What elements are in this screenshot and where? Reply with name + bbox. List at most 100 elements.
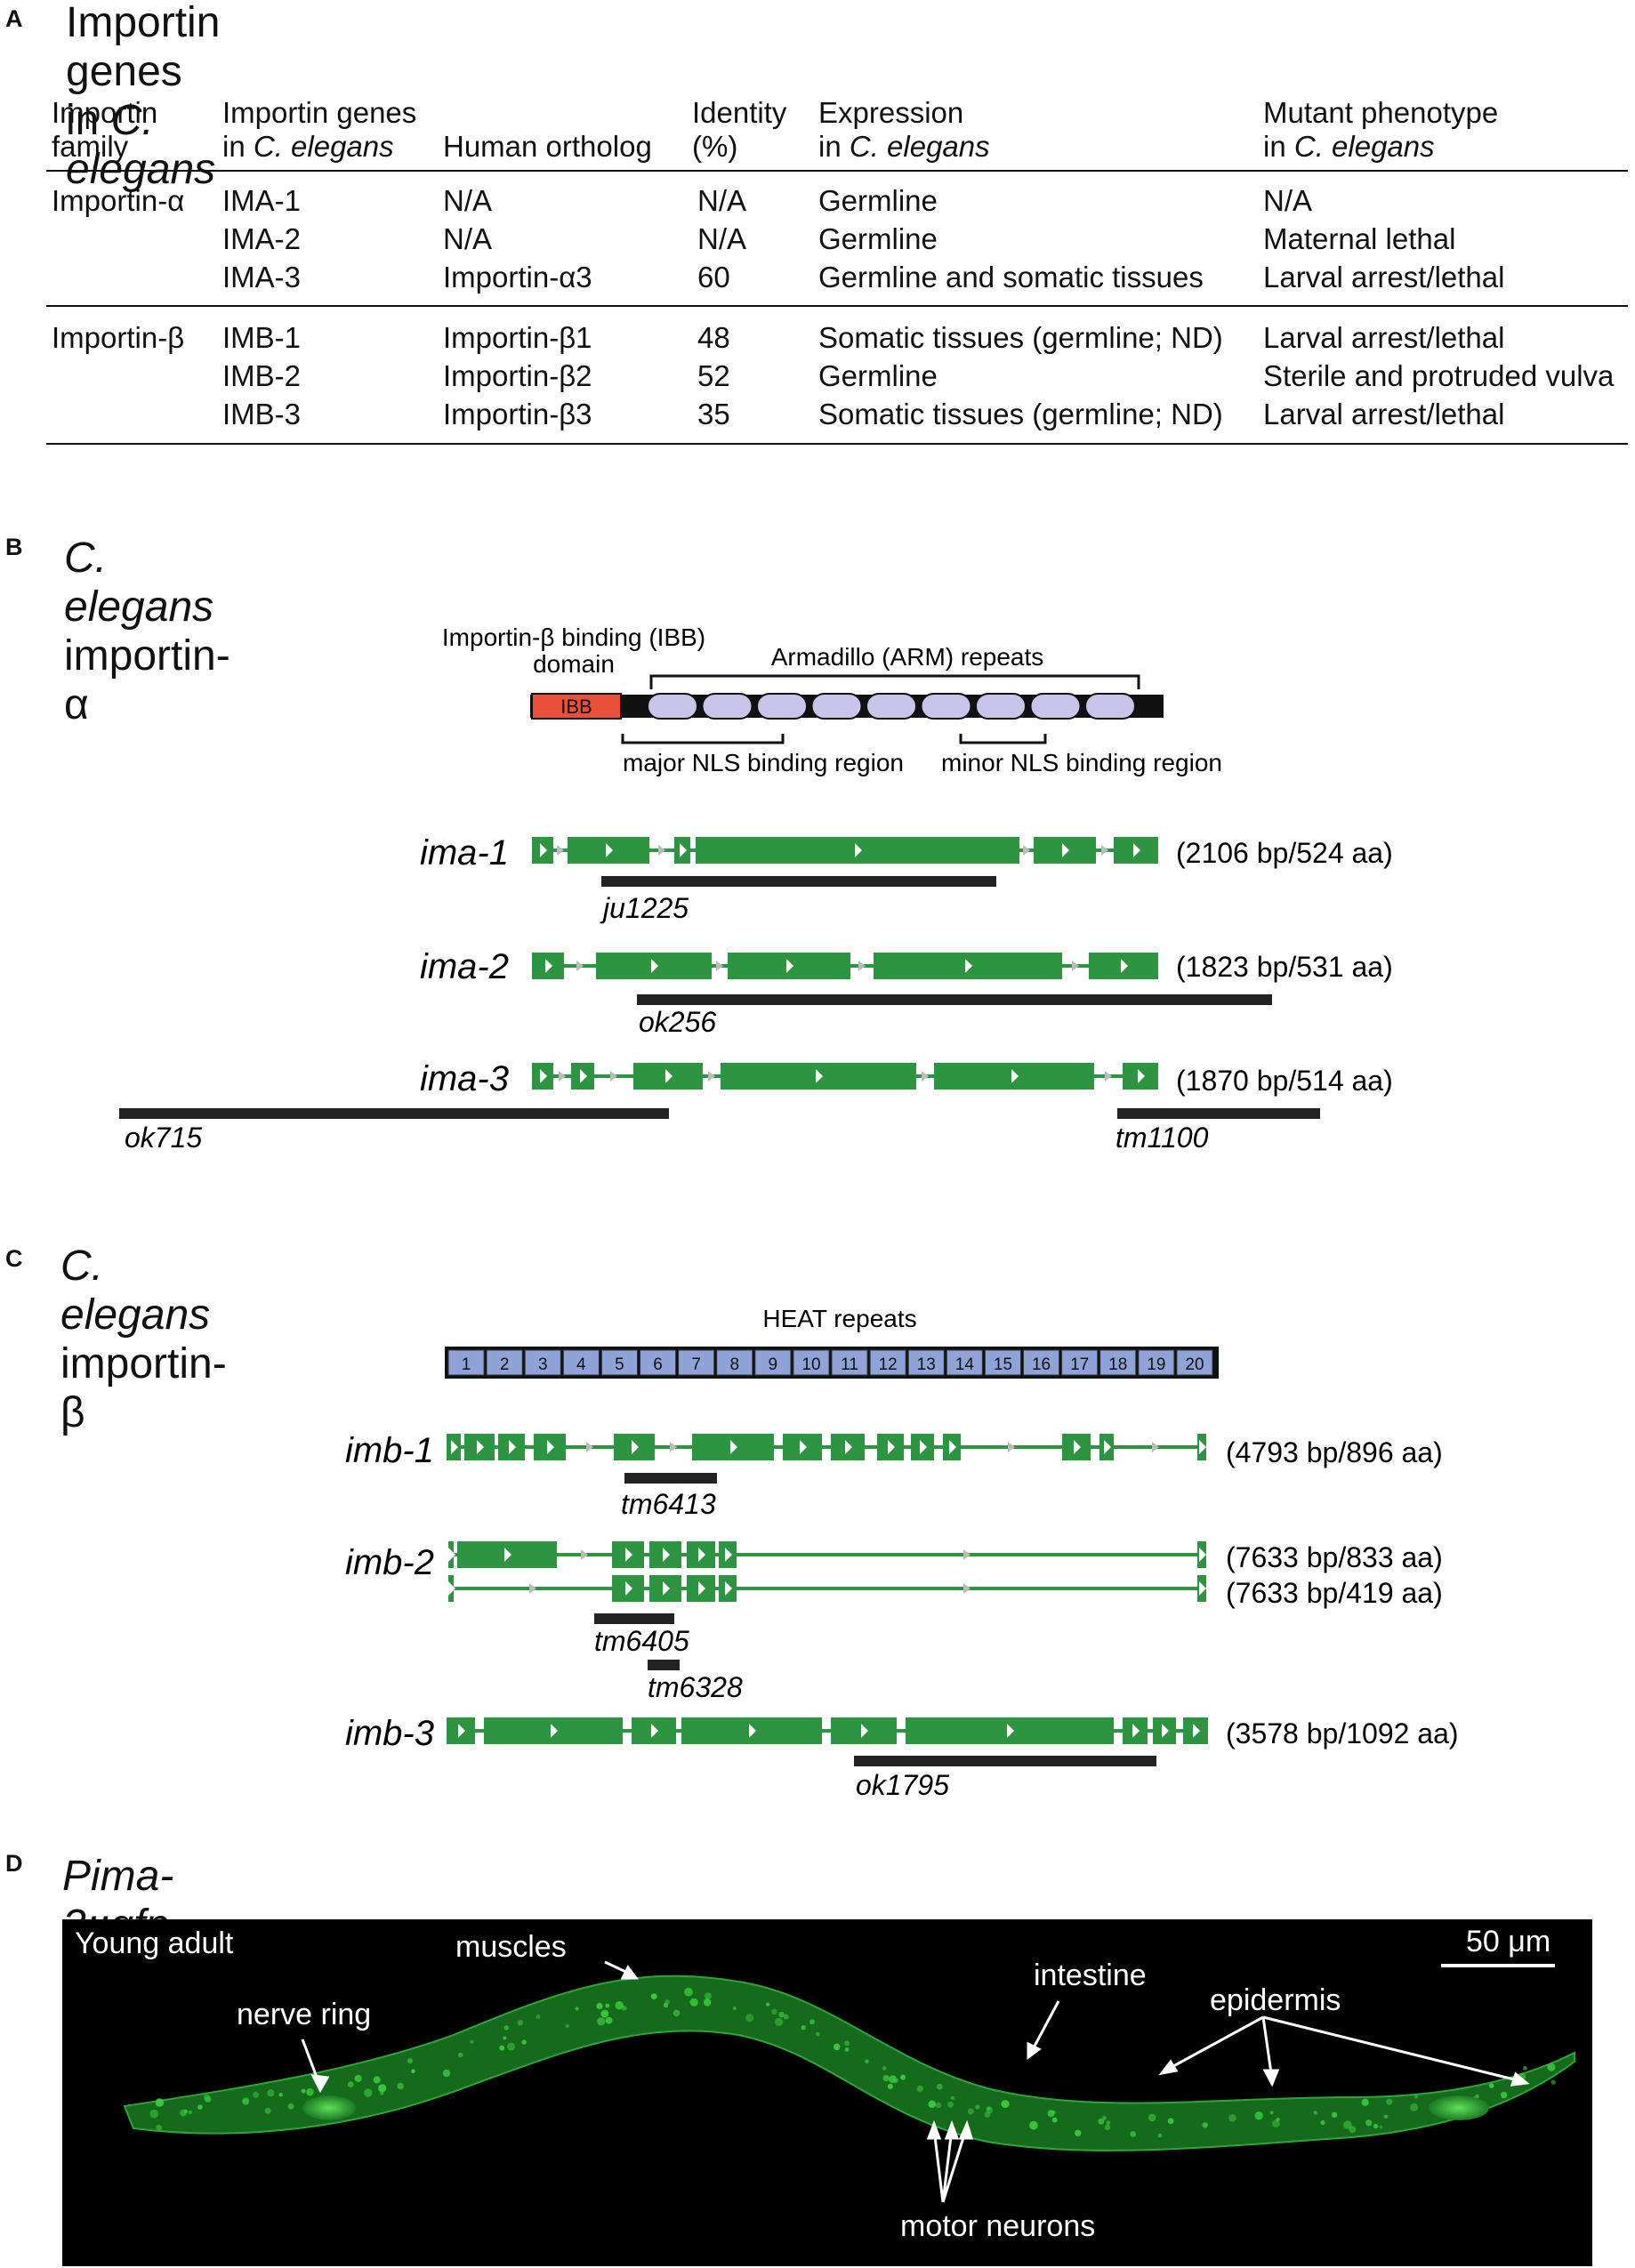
- arm-repeat: [1029, 693, 1082, 720]
- heat-repeat-number: 1: [462, 1355, 471, 1374]
- heat-repeat: [486, 1349, 523, 1376]
- heat-repeat: [562, 1349, 600, 1376]
- gfp-nucleus: [1550, 2079, 1556, 2085]
- strand-arrow: [663, 1581, 670, 1596]
- gfp-nucleus: [882, 2075, 890, 2082]
- gfp-nucleus: [1414, 2095, 1419, 2099]
- cell-expression: Somatic tissues (germline; ND): [818, 398, 1223, 430]
- strand-arrow: [663, 1548, 670, 1562]
- panel-b-title-rest: importin-α: [64, 632, 230, 728]
- strand-arrow: [665, 1069, 673, 1083]
- gfp-nucleus: [887, 2083, 894, 2089]
- gfp-nucleus: [673, 2009, 681, 2017]
- allele-tm6413: tm6413: [621, 1488, 716, 1520]
- strand-arrow: [861, 1724, 868, 1738]
- label-nerve-ring: nerve ring: [237, 1998, 372, 2031]
- gene-size-imb-1: (4793 bp/896 aa): [1226, 1436, 1443, 1468]
- cell-identity: 48: [697, 321, 730, 354]
- nerve-ring-signal: [302, 2095, 356, 2120]
- gfp-nucleus: [605, 2016, 613, 2024]
- strand-arrow: [1199, 1440, 1206, 1454]
- allele-ju1225: ju1225: [600, 892, 689, 924]
- gfp-nucleus: [778, 2011, 785, 2018]
- strand-arrow: [547, 1440, 554, 1454]
- cell-phenotype: Maternal lethal: [1263, 222, 1456, 255]
- gfp-nucleus: [1383, 2114, 1389, 2119]
- header-expression-line1: Expression: [818, 96, 964, 129]
- arrow-motor-neurons-3: [941, 2128, 968, 2203]
- gfp-nucleus: [892, 2078, 898, 2084]
- gfp-nucleus: [1202, 2122, 1208, 2128]
- gfp-nucleus: [1098, 2118, 1105, 2125]
- heat-repeat: [984, 1349, 1022, 1376]
- cell-ortholog: Importin-β3: [443, 398, 592, 430]
- gene-name-imb-3: imb-3: [345, 1714, 434, 1753]
- strand-arrow: [1193, 1724, 1200, 1738]
- intron-arrow: [610, 1071, 617, 1082]
- worm-image: [123, 1960, 1575, 2203]
- gene-model-ima-1: [532, 837, 1158, 864]
- strand-arrow: [451, 1440, 458, 1454]
- gene-name-imb-1: imb-1: [345, 1431, 434, 1470]
- heat-repeat: [1099, 1349, 1137, 1376]
- gfp-nucleus: [947, 2101, 954, 2108]
- gfp-nucleus: [1488, 2083, 1494, 2088]
- strand-arrow: [1132, 1724, 1140, 1738]
- gfp-nucleus: [1001, 2100, 1010, 2109]
- cell-identity: 52: [697, 359, 730, 392]
- strand-arrow: [1062, 843, 1069, 857]
- arrow-motor-neurons-2: [941, 2128, 954, 2203]
- major-nls-label: major NLS binding region: [623, 749, 904, 776]
- arrowhead-motor-neurons-3: [958, 2119, 974, 2140]
- gfp-nucleus: [347, 2081, 354, 2087]
- heat-repeat-number: 4: [576, 1355, 586, 1374]
- header-phenotype-line1: Mutant phenotype: [1263, 96, 1499, 129]
- gfp-nucleus: [1349, 2126, 1357, 2134]
- intron-arrow: [1105, 1071, 1112, 1082]
- arm-repeat: [975, 693, 1027, 720]
- gfp-nucleus: [1500, 2091, 1508, 2099]
- strand-arrow: [1199, 1548, 1206, 1562]
- arm-repeat: [810, 693, 863, 720]
- gfp-nucleus: [1343, 2120, 1352, 2129]
- intron-arrow: [1072, 961, 1079, 971]
- gfp-nucleus: [765, 2002, 770, 2007]
- cell-phenotype: Sterile and protruded vulva: [1263, 359, 1615, 392]
- panel-b-title-species: C. elegans: [64, 535, 214, 631]
- strand-arrow: [625, 1581, 632, 1596]
- gfp-nucleus: [916, 2085, 923, 2093]
- gfp-nucleus: [1148, 2113, 1156, 2122]
- intron-arrow: [576, 961, 584, 971]
- ima-gene-structures: ima-1 (2106 bp/524 aa) ju1225 ima-2 (182…: [119, 833, 1393, 1154]
- cell-identity: N/A: [697, 184, 747, 217]
- gfp-nucleus: [605, 2003, 610, 2008]
- strand-arrow: [540, 1069, 547, 1083]
- arrowhead-epidermis-1: [1158, 2059, 1179, 2076]
- gene-model-imb-1: [447, 1434, 1206, 1460]
- gfp-nucleus: [1228, 2114, 1236, 2122]
- ibb-label-line2: domain: [533, 650, 615, 678]
- gfp-nucleus: [774, 2017, 784, 2026]
- header-identity-line2: (%): [692, 130, 738, 163]
- gfp-nucleus: [882, 2066, 887, 2071]
- gfp-nucleus: [1167, 2118, 1174, 2125]
- gfp-nucleus: [844, 2040, 850, 2047]
- cell-expression: Somatic tissues (germline; ND): [818, 321, 1223, 354]
- heat-repeat: [1061, 1349, 1099, 1376]
- gfp-nucleus: [1106, 2120, 1111, 2125]
- heat-repeat: [678, 1349, 715, 1376]
- gfp-nucleus: [267, 2089, 275, 2097]
- deletion-ok715: [119, 1108, 669, 1119]
- gfp-nucleus: [278, 2093, 283, 2097]
- gfp-nucleus: [287, 2103, 294, 2110]
- gfp-nucleus: [950, 2095, 955, 2101]
- heat-repeat: [640, 1349, 677, 1376]
- gfp-nucleus: [503, 2036, 507, 2040]
- strand-arrow: [698, 1548, 705, 1562]
- gfp-nucleus: [1254, 2111, 1263, 2120]
- minor-nls-bracket: [959, 734, 1047, 744]
- cell-expression: Germline and somatic tissues: [818, 261, 1204, 294]
- heat-label: HEAT repeats: [762, 1305, 916, 1332]
- gfp-nucleus: [1157, 2133, 1163, 2138]
- intron-arrow: [581, 1549, 588, 1560]
